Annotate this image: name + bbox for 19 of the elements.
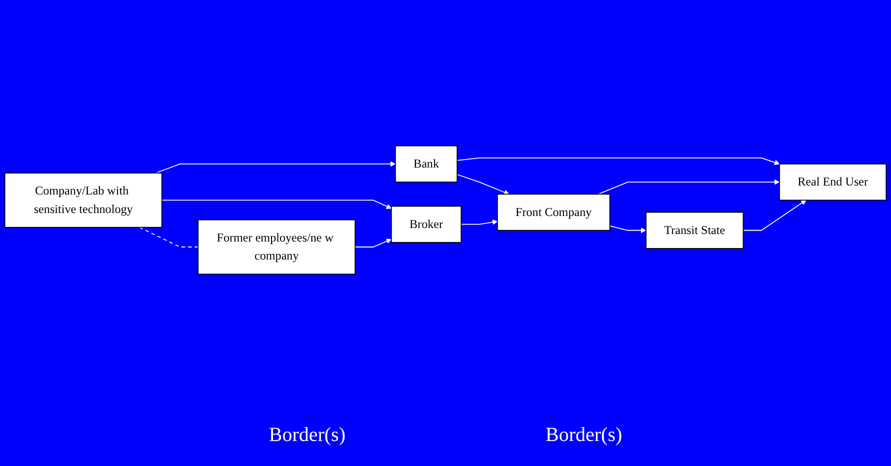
node-box: Company/Lab with sensitive technology [4,172,162,228]
border-label: Border(s) [546,424,622,447]
arrow [456,157,780,166]
arrow [456,174,510,195]
arrow [598,179,780,195]
arrow [161,200,392,209]
node-box: Former employees/ne w company [198,219,356,275]
node-box: Real End User [779,164,887,201]
connector [139,226,199,248]
node-box: Front Company [496,194,610,231]
arrow [354,238,392,248]
node-box: Broker [390,206,462,243]
border-label: Border(s) [268,424,346,447]
arrow [742,200,806,231]
arrow [155,161,396,174]
node-box: Bank [394,145,458,183]
node-box: Transit State [646,212,744,249]
arrow [460,220,498,225]
arrow [609,226,646,234]
